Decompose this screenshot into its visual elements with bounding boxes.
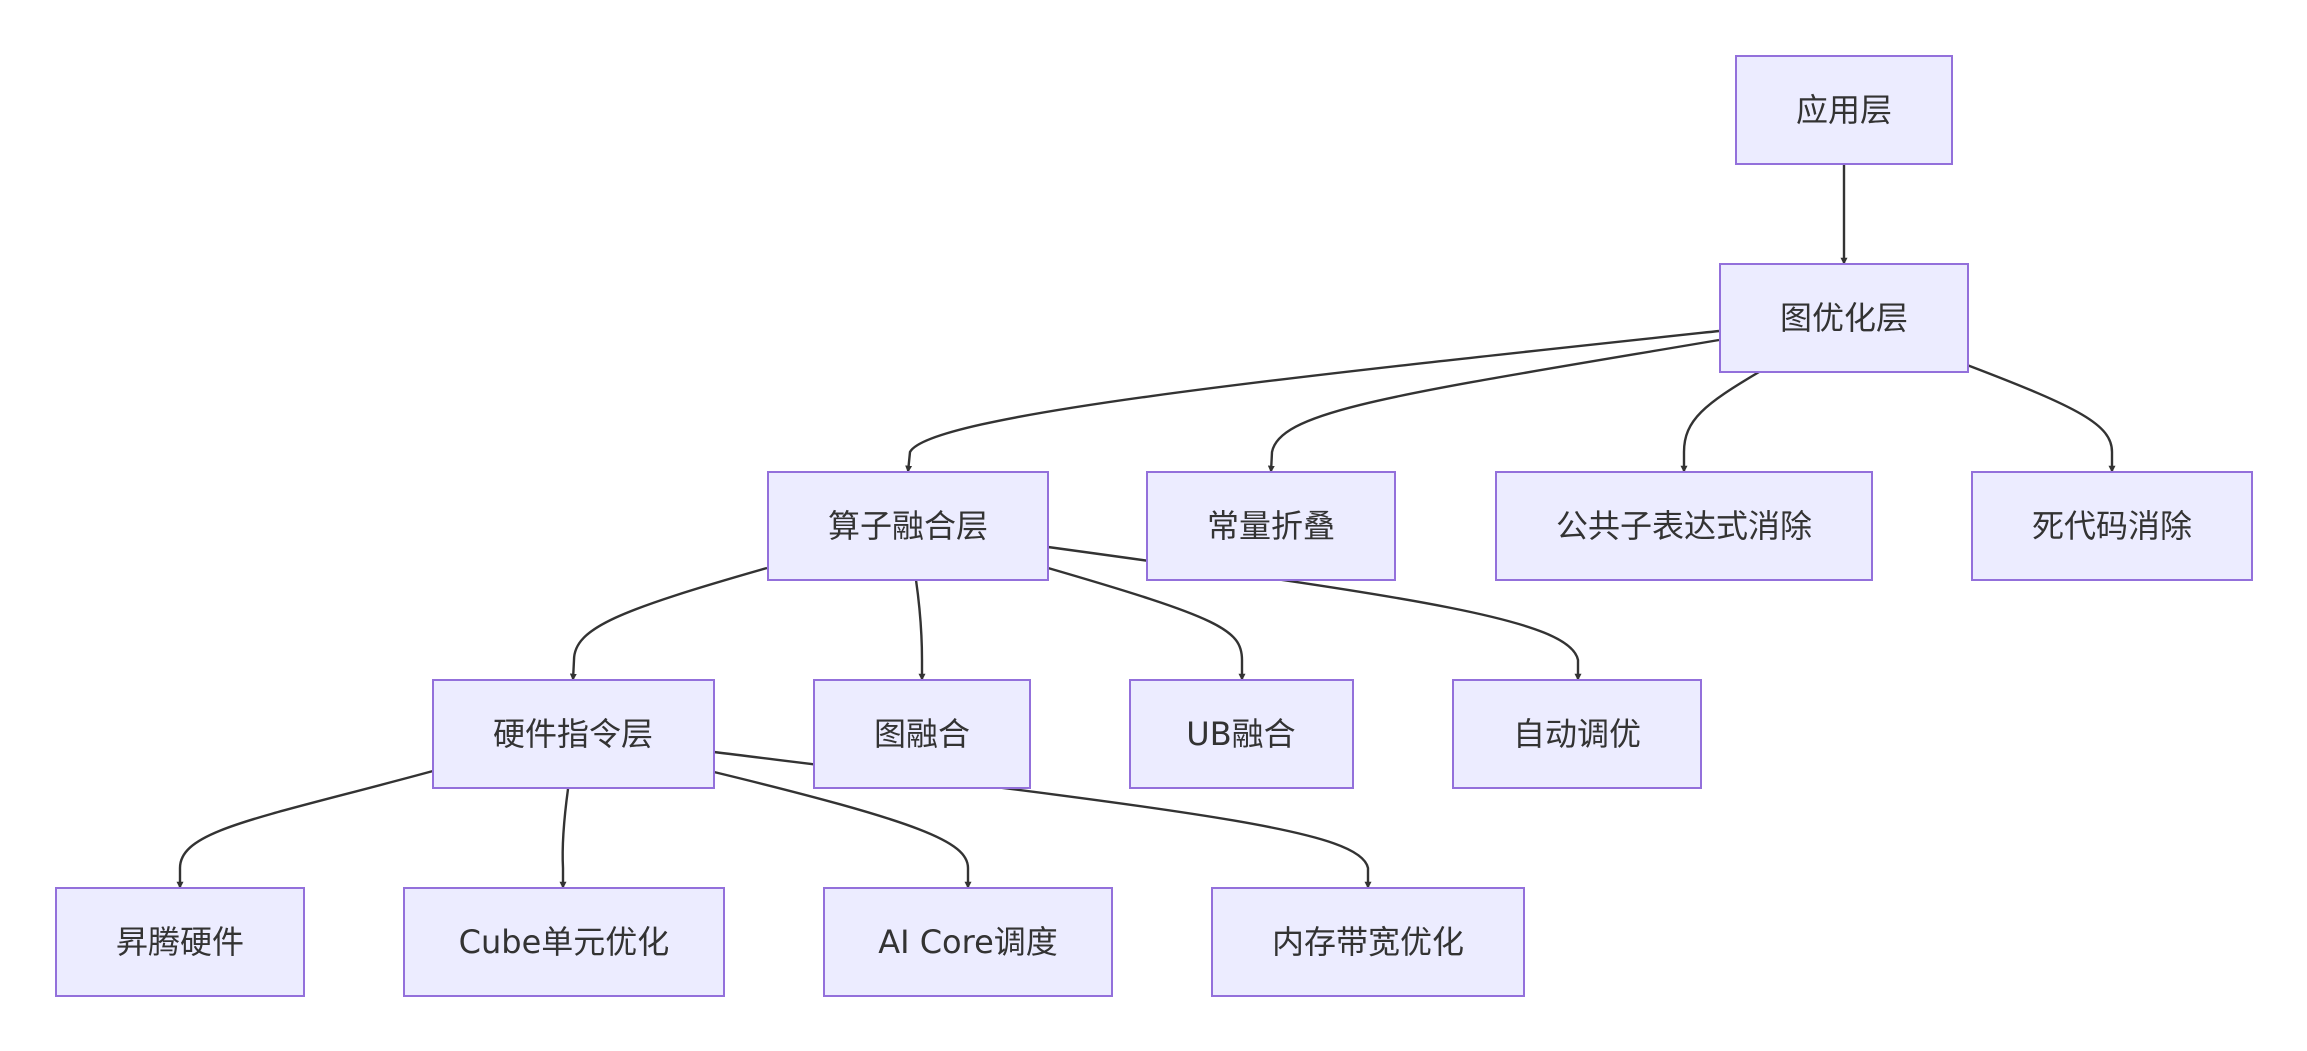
node-cse-label: 公共子表达式消除 <box>1556 507 1812 545</box>
node-op-fusion: 算子融合层 <box>767 471 1049 581</box>
node-const-fold-label: 常量折叠 <box>1207 507 1335 545</box>
node-cse: 公共子表达式消除 <box>1495 471 1873 581</box>
node-mem-bw-opt: 内存带宽优化 <box>1211 887 1525 997</box>
node-dce-label: 死代码消除 <box>2032 507 2192 545</box>
node-hw-instr: 硬件指令层 <box>432 679 715 789</box>
node-aicore-sched: AI Core调度 <box>823 887 1113 997</box>
node-cube-opt: Cube单元优化 <box>403 887 725 997</box>
node-aicore-sched-label: AI Core调度 <box>878 923 1058 961</box>
edge-hw-instr-to-ascend-hw <box>176 769 434 889</box>
node-ascend-hw-label: 昇腾硬件 <box>116 923 244 961</box>
edge-op-fusion-to-ub-fusion <box>1047 566 1246 681</box>
node-hw-instr-label: 硬件指令层 <box>493 715 653 753</box>
edge-hw-instr-to-aicore-sched <box>713 770 972 889</box>
node-ub-fusion-label: UB融合 <box>1186 715 1295 753</box>
node-graph-opt: 图优化层 <box>1719 263 1969 373</box>
node-auto-tune: 自动调优 <box>1452 679 1702 789</box>
node-ub-fusion: UB融合 <box>1129 679 1354 789</box>
node-graph-fusion-label: 图融合 <box>874 715 970 753</box>
edge-graph-opt-to-cse <box>1680 370 1760 473</box>
node-auto-tune-label: 自动调优 <box>1513 715 1641 753</box>
nodes: 应用层 图优化层 算子融合层 常量折叠 公共子表达式消除 死代码消除 硬件指令层 <box>55 55 2253 997</box>
edge-hw-instr-to-cube-opt <box>559 788 570 889</box>
edge-op-fusion-to-graph-fusion <box>914 579 926 681</box>
node-ascend-hw: 昇腾硬件 <box>55 887 305 997</box>
node-app-label: 应用层 <box>1796 91 1892 129</box>
edge-graph-opt-to-dce <box>1966 363 2116 473</box>
node-mem-bw-opt-label: 内存带宽优化 <box>1272 923 1464 961</box>
node-dce: 死代码消除 <box>1971 471 2253 581</box>
node-const-fold: 常量折叠 <box>1146 471 1396 581</box>
node-op-fusion-label: 算子融合层 <box>828 507 988 545</box>
node-graph-opt-label: 图优化层 <box>1780 299 1908 337</box>
node-app: 应用层 <box>1735 55 1953 165</box>
edges <box>176 164 2116 889</box>
node-graph-fusion: 图融合 <box>813 679 1031 789</box>
edge-graph-opt-to-op-fusion <box>905 329 1720 473</box>
edge-op-fusion-to-hw-instr <box>569 566 768 681</box>
edge-graph-opt-to-const-fold <box>1267 338 1720 473</box>
node-cube-opt-label: Cube单元优化 <box>459 923 670 961</box>
